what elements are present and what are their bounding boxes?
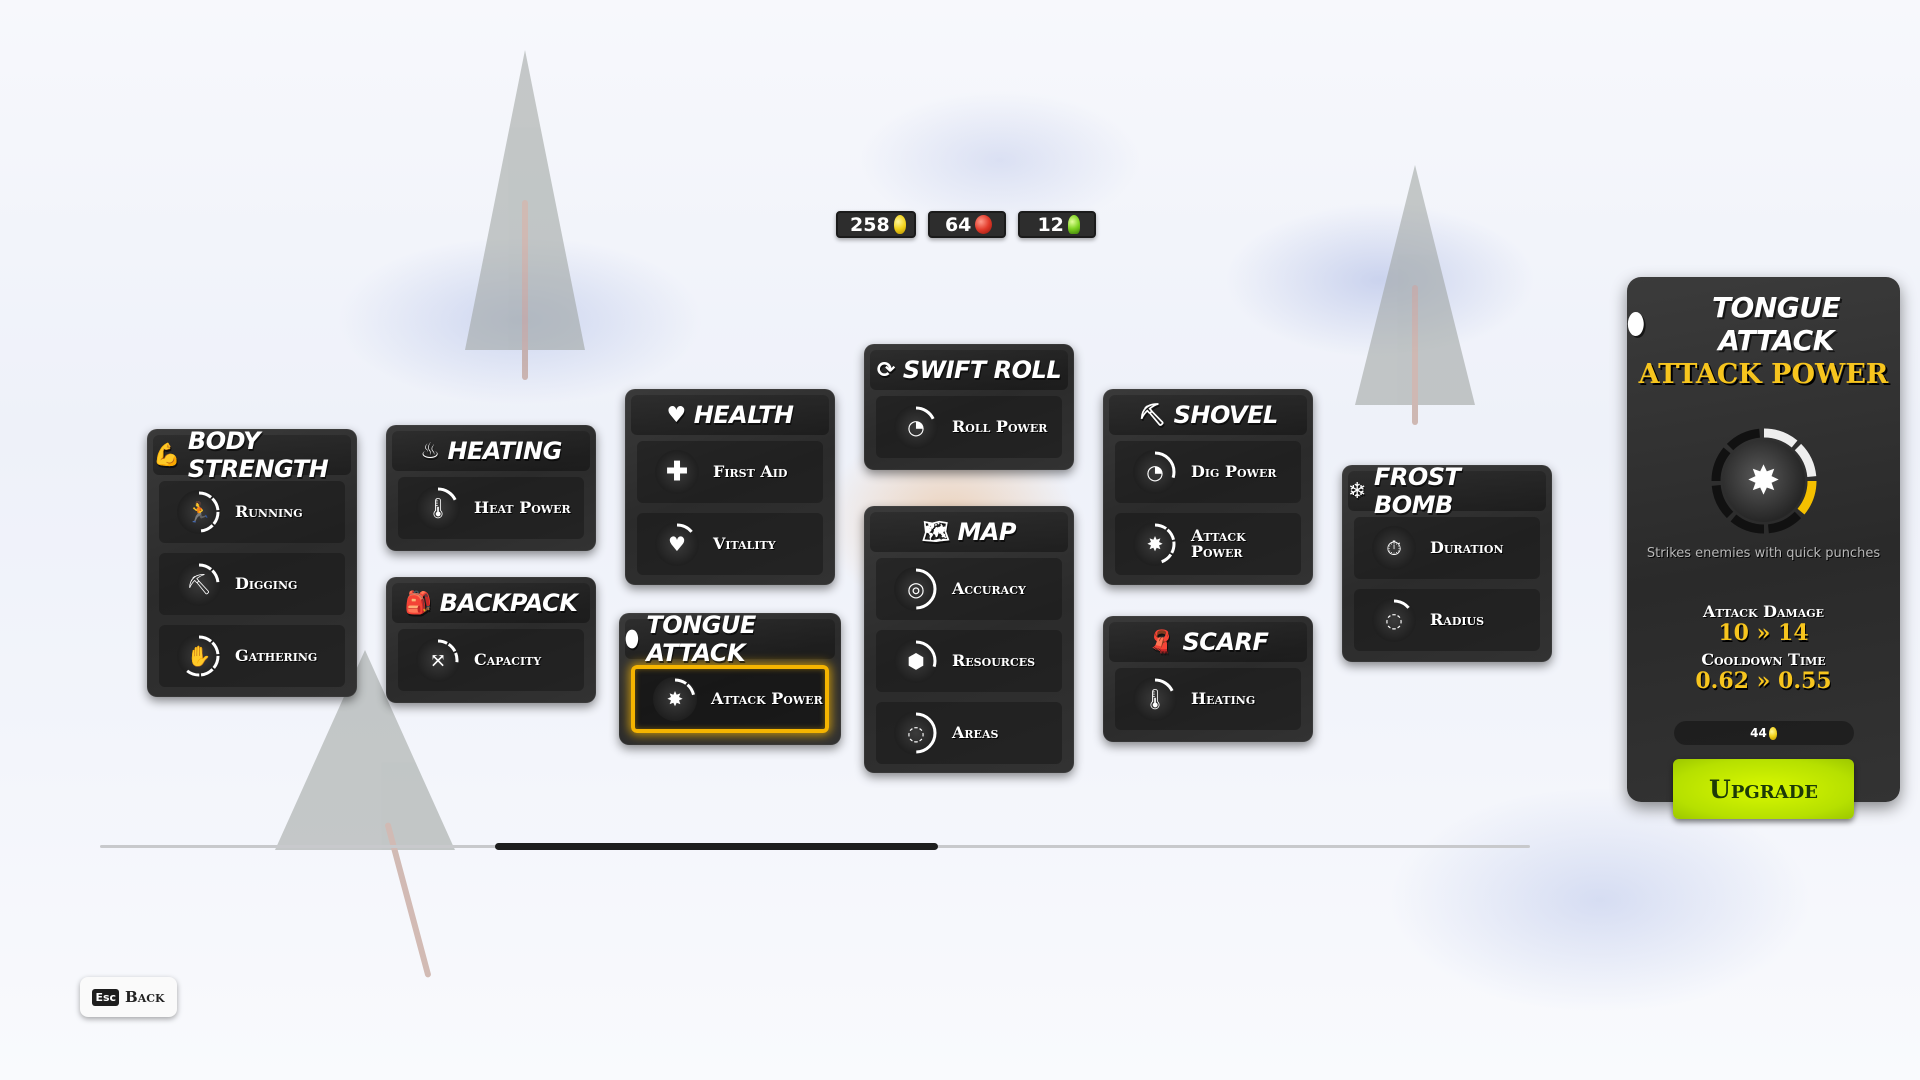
card-title: ⟳ Swift Roll — [870, 350, 1068, 390]
yellow-gem-icon — [1768, 726, 1777, 740]
gauge-icon: ◔ — [1133, 450, 1177, 494]
punch-icon: ✸ — [653, 677, 697, 721]
card-backpack: 🎒 Backpack ⤧ Capacity — [386, 577, 596, 703]
horizontal-scrollbar-thumb[interactable] — [495, 843, 938, 850]
skill-resources[interactable]: ⬢ Resources — [876, 630, 1062, 692]
target-icon: ◎ — [894, 567, 938, 611]
yellow-gem-icon — [893, 215, 906, 234]
green-gem-icon — [1067, 215, 1080, 234]
roll-icon: ⟳ — [876, 357, 895, 383]
skill-gathering[interactable]: ✋ Gathering — [159, 625, 345, 687]
upgrade-button[interactable]: Upgrade — [1673, 759, 1854, 819]
skill-dig-power[interactable]: ◔ Dig Power — [1115, 441, 1301, 503]
skill-digging[interactable]: ⛏ Digging — [159, 553, 345, 615]
card-tongue-attack: ⬮ Tongue Attack ✸ Attack Power — [619, 611, 841, 745]
card-map: 🗺 Map ◎ Accuracy ⬢ Resources ◌ Areas — [864, 506, 1074, 773]
punch-icon: ✸ — [1722, 440, 1805, 522]
card-title: 💪 Body Strength — [153, 427, 351, 483]
thermometer-icon: 🌡 — [416, 486, 460, 530]
muscle-icon: 💪 — [153, 442, 180, 468]
scarf-icon: 🧣 — [1147, 629, 1175, 655]
gathering-icon: ✋ — [177, 634, 221, 678]
skill-scarf-heating[interactable]: 🌡 Heating — [1115, 668, 1301, 730]
card-scarf: 🧣 Scarf 🌡 Heating — [1103, 616, 1313, 742]
card-title: ⬮ Tongue Attack — [625, 611, 835, 667]
currency-yellow-value: 258 — [850, 213, 890, 236]
upgrade-cost: 44 — [1673, 721, 1854, 745]
background-tree — [1345, 165, 1495, 425]
card-frost-bomb: ❄ Frost Bomb ⏱ Duration ◌ Radius — [1342, 463, 1552, 662]
heat-waves-icon: ♨ — [420, 438, 440, 464]
stat-attack-damage: Attack Damage 10 » 14 — [1702, 602, 1825, 646]
heart-icon: ♥ — [655, 522, 699, 566]
area-icon: ◌ — [894, 711, 938, 755]
shovel-icon: ⛏ — [177, 562, 221, 606]
skill-roll-power[interactable]: ◔ Roll Power — [876, 396, 1062, 458]
currency-green: 12 — [1017, 211, 1096, 238]
red-gem-icon — [975, 215, 993, 234]
skill-radius[interactable]: ◌ Radius — [1354, 589, 1540, 651]
shovel-icon: ⛏ — [1138, 402, 1166, 428]
back-button[interactable]: Esc Back — [80, 977, 177, 1017]
background-tree — [455, 50, 595, 380]
crystal-icon: ⬢ — [894, 639, 938, 683]
card-title: 🎒 Backpack — [392, 583, 590, 623]
card-title: 🗺 Map — [870, 512, 1068, 552]
tongue-icon: ⬮ — [625, 626, 639, 652]
skill-tongue-attack-power[interactable]: ✸ Attack Power — [631, 665, 829, 733]
panel-skill-title: Attack Power — [1638, 359, 1889, 390]
skill-level-ring: ✸ — [1709, 426, 1819, 536]
panel-category-title: ⬮ Tongue Attack — [1627, 291, 1841, 357]
skill-first-aid[interactable]: ✚ First Aid — [637, 441, 823, 503]
backpack-icon: 🎒 — [404, 590, 432, 616]
card-heating: ♨ Heating 🌡 Heat Power — [386, 425, 596, 551]
skill-duration[interactable]: ⏱ Duration — [1354, 517, 1540, 579]
skill-capacity[interactable]: ⤧ Capacity — [398, 629, 584, 691]
esc-key-icon: Esc — [92, 988, 120, 1006]
thermometer-icon: 🌡 — [1133, 677, 1177, 721]
area-icon: ◌ — [1372, 598, 1416, 642]
card-title: ❄ Frost Bomb — [1348, 463, 1546, 519]
expand-icon: ⤧ — [416, 638, 460, 682]
card-title: 🧣 Scarf — [1109, 622, 1307, 662]
card-body-strength: 💪 Body Strength 🏃 Running ⛏ Digging ✋ Ga… — [147, 427, 357, 697]
skill-detail-panel: ⬮ Tongue Attack Attack Power ✸ Strikes e… — [1627, 277, 1900, 819]
heart-icon: ♥ — [666, 402, 686, 428]
skill-vitality[interactable]: ♥ Vitality — [637, 513, 823, 575]
skill-accuracy[interactable]: ◎ Accuracy — [876, 558, 1062, 620]
card-swift-roll: ⟳ Swift Roll ◔ Roll Power — [864, 344, 1074, 470]
plus-icon: ✚ — [655, 450, 699, 494]
currency-red-value: 64 — [944, 213, 972, 236]
card-shovel: ⛏ Shovel ◔ Dig Power ✸ Attack Power — [1103, 389, 1313, 585]
card-title: ⛏ Shovel — [1109, 395, 1307, 435]
tongue-icon: ⬮ — [1627, 307, 1645, 340]
card-title: ♥ Health — [631, 395, 829, 435]
stats-list: Attack Damage 10 » 14 Cooldown Time 0.62… — [1627, 602, 1900, 694]
skill-areas[interactable]: ◌ Areas — [876, 702, 1062, 764]
skill-running[interactable]: 🏃 Running — [159, 481, 345, 543]
snowflake-icon: ❄ — [1348, 478, 1366, 504]
skill-shovel-attack-power[interactable]: ✸ Attack Power — [1115, 513, 1301, 575]
punch-icon: ✸ — [1133, 522, 1177, 566]
card-health: ♥ Health ✚ First Aid ♥ Vitality — [625, 389, 835, 585]
currency-bar: 258 64 12 — [836, 211, 1096, 238]
stat-cooldown-time: Cooldown Time 0.62 » 0.55 — [1695, 650, 1832, 694]
map-icon: 🗺 — [922, 519, 950, 545]
skill-heat-power[interactable]: 🌡 Heat Power — [398, 477, 584, 539]
currency-red: 64 — [927, 211, 1006, 238]
skill-description: Strikes enemies with quick punches — [1646, 546, 1881, 561]
stopwatch-icon: ⏱ — [1372, 526, 1416, 570]
gauge-icon: ◔ — [894, 405, 938, 449]
currency-yellow: 258 — [836, 211, 916, 238]
running-icon: 🏃 — [177, 490, 221, 534]
card-title: ♨ Heating — [392, 431, 590, 471]
currency-green-value: 12 — [1037, 213, 1064, 236]
